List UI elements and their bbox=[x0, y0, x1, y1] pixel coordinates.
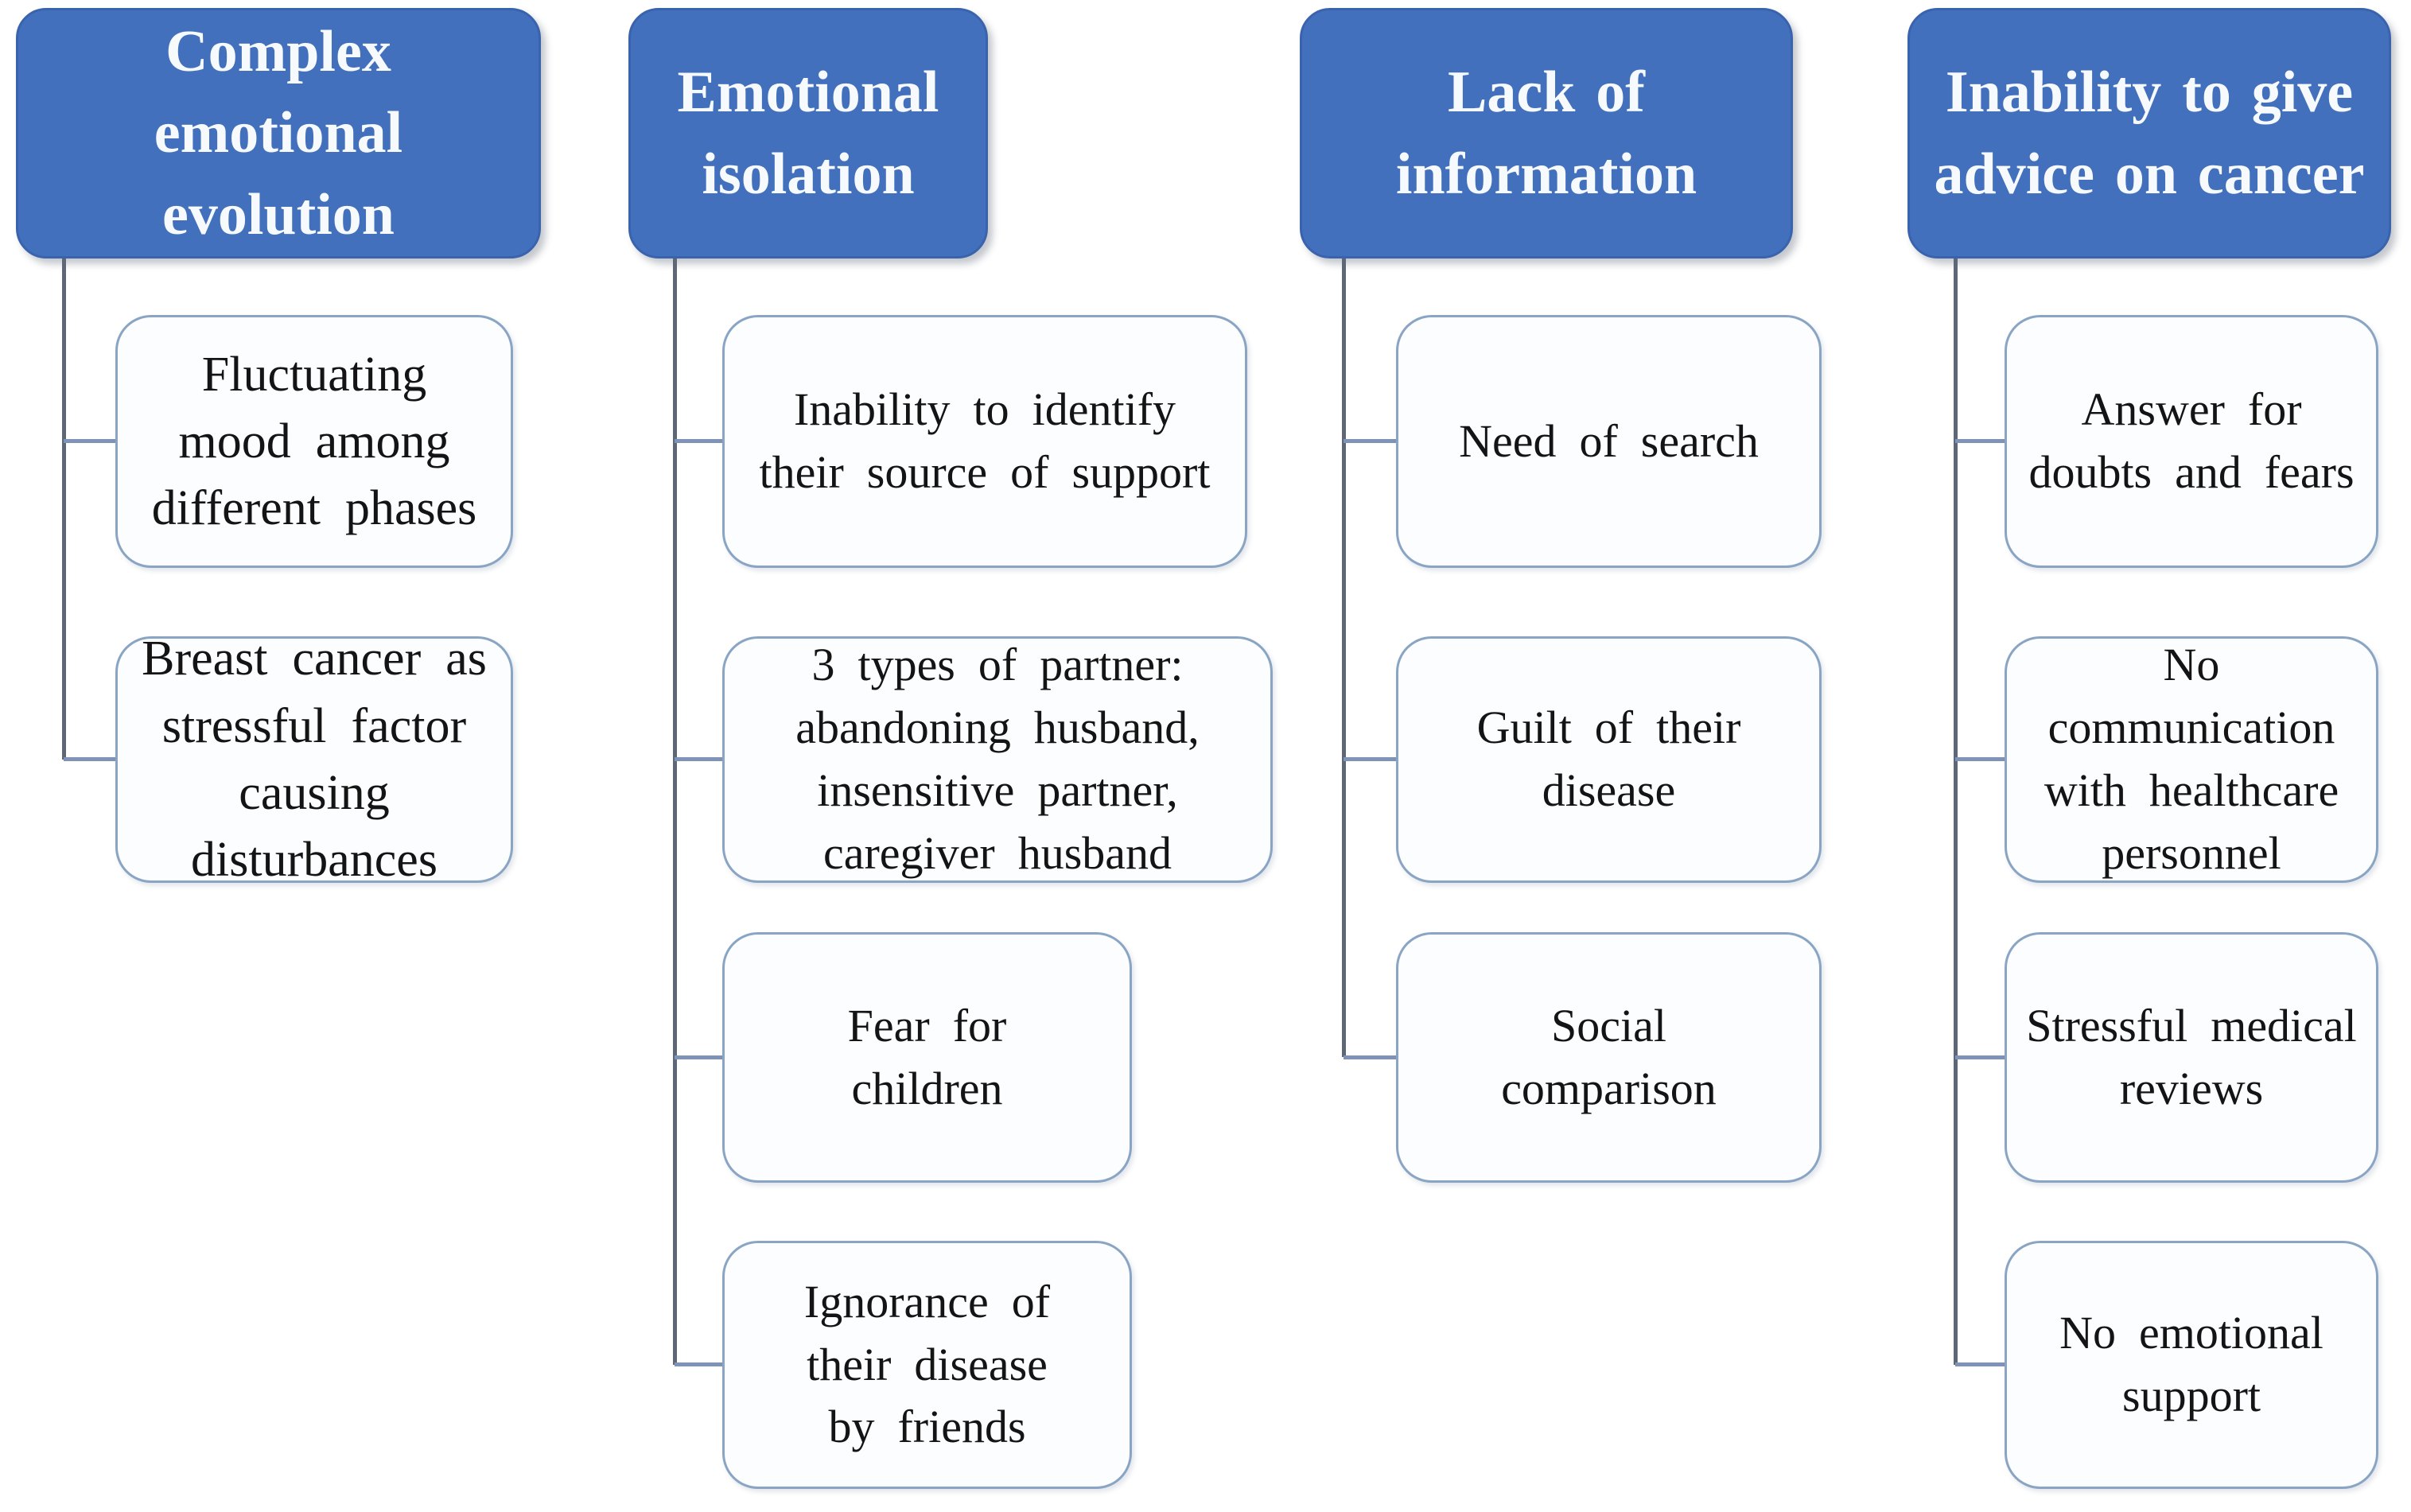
header-lack-of-information: Lack of information bbox=[1300, 8, 1793, 258]
connector-stub-col2-child3 bbox=[675, 1055, 722, 1059]
connector-stub-col3-child1 bbox=[1344, 439, 1396, 443]
connector-stub-col2-child2 bbox=[675, 757, 722, 761]
header-inability-advice-on-cancer: Inability to give advice on cancer bbox=[1907, 8, 2391, 258]
node-no-communication-healthcare: No communication with healthcare personn… bbox=[2005, 636, 2378, 883]
node-need-of-search: Need of search bbox=[1396, 315, 1822, 568]
node-identify-source-of-support: Inability to identify their source of su… bbox=[722, 315, 1247, 568]
header-emotional-isolation: Emotional isolation bbox=[628, 8, 988, 258]
connector-line-col2 bbox=[673, 258, 677, 1365]
node-breast-cancer-stressor: Breast cancer as stressful factor causin… bbox=[115, 632, 513, 887]
node-fluctuating-mood: Fluctuating mood among different phases bbox=[115, 315, 513, 568]
connector-stub-col2-child1 bbox=[675, 439, 722, 443]
node-fear-for-children: Fear for children bbox=[722, 932, 1132, 1183]
node-stressful-medical-reviews: Stressful medical reviews bbox=[2005, 932, 2378, 1183]
node-no-emotional-support: No emotional support bbox=[2005, 1241, 2378, 1489]
connector-stub-col3-child3 bbox=[1344, 1055, 1396, 1059]
node-guilt-of-their-disease: Guilt of their disease bbox=[1396, 636, 1822, 883]
connector-line-col3 bbox=[1342, 258, 1346, 1057]
connector-stub-col1-child2 bbox=[64, 757, 115, 761]
node-social-comparison: Social comparison bbox=[1396, 932, 1822, 1183]
connector-line-col1 bbox=[62, 258, 66, 760]
connector-stub-col4-child1 bbox=[1955, 439, 2005, 443]
connector-stub-col2-child4 bbox=[675, 1362, 722, 1366]
node-ignorance-by-friends: Ignorance of their disease by friends bbox=[722, 1241, 1132, 1489]
connector-stub-col3-child2 bbox=[1344, 757, 1396, 761]
connector-stub-col4-child3 bbox=[1955, 1055, 2005, 1059]
connector-line-col4 bbox=[1954, 258, 1958, 1365]
connector-stub-col4-child2 bbox=[1955, 757, 2005, 761]
connector-stub-col4-child4 bbox=[1955, 1362, 2005, 1366]
node-answer-for-doubts-and-fears: Answer for doubts and fears bbox=[2005, 315, 2378, 568]
node-three-types-of-partner: 3 types of partner: abandoning husband, … bbox=[722, 636, 1273, 883]
connector-stub-col1-child1 bbox=[64, 439, 115, 443]
header-complex-emotional-evolution: Complex emotional evolution bbox=[16, 8, 541, 258]
